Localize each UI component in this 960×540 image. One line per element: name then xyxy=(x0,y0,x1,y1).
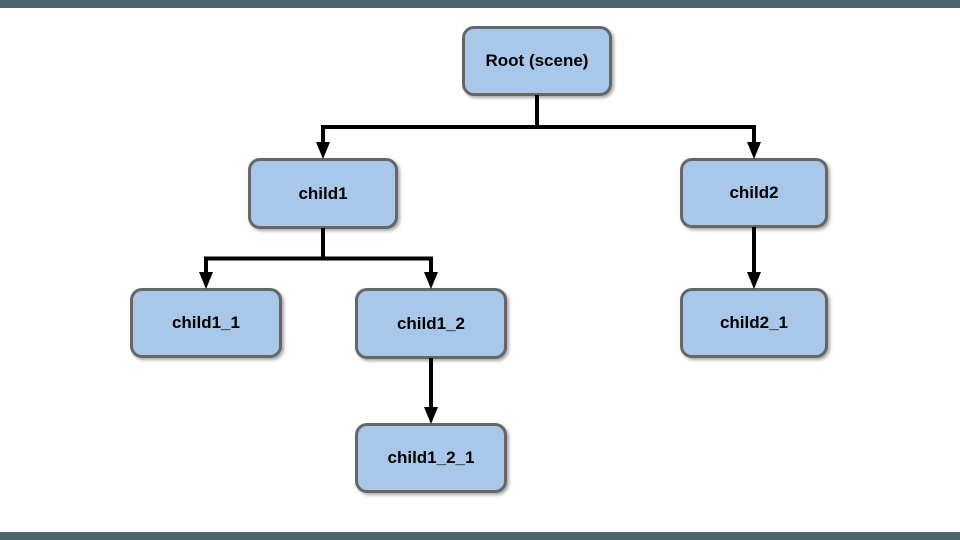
tree-node-label: child2 xyxy=(729,183,779,202)
tree-node-label: child1_2 xyxy=(396,313,466,333)
tree-node-label: child1 xyxy=(298,183,348,203)
tree-node-root: Root (scene) xyxy=(462,26,612,96)
bottom-border-band xyxy=(0,532,960,540)
tree-node-child1: child1 xyxy=(248,158,398,229)
tree-node-child1_2: child1_2 xyxy=(355,288,507,359)
tree-node-label: Root (scene) xyxy=(485,51,589,70)
tree-node-child1_2_1: child1_2_1 xyxy=(355,423,507,493)
tree-node-label: child1_2_1 xyxy=(387,448,475,467)
tree-node-label: child2_1 xyxy=(719,313,789,332)
top-border-band xyxy=(0,0,960,8)
tree-node-child2: child2 xyxy=(680,158,828,228)
tree-node-child2_1: child2_1 xyxy=(680,288,828,358)
tree-node-child1_1: child1_1 xyxy=(130,288,282,358)
tree-node-label: child1_1 xyxy=(171,313,241,332)
